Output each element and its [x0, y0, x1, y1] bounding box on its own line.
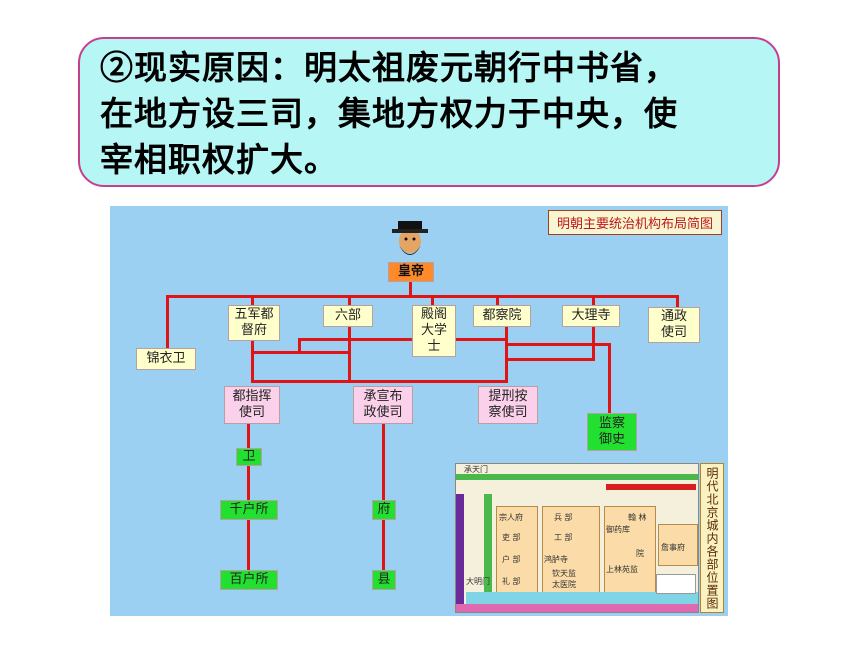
node-qianhu: 千户所 — [220, 500, 278, 520]
callout-line-3: 宰相职权扩大。 — [100, 140, 338, 179]
callout-box: ②现实原因：明太祖废元朝行中书省， 在地方设三司，集地方权力于中央，使 宰相职权… — [78, 37, 780, 187]
node-wujun: 五军都 督府 — [228, 305, 280, 341]
map-label-shanglin: 上林苑监 — [606, 565, 638, 574]
edge-duzhihui-wei — [247, 424, 250, 448]
map-label-honglu: 鸿胪寺 — [544, 555, 568, 564]
edge-emperor-down — [409, 280, 412, 297]
map-label-chengtianmen: 承天门 — [464, 465, 488, 474]
node-liubu: 六部 — [323, 305, 373, 327]
map-river — [466, 592, 698, 604]
edge-fu-xian — [382, 520, 385, 570]
node-dalisi: 大理寺 — [562, 305, 620, 327]
map-label-xiuyao: 御药库 — [606, 525, 630, 534]
edge-to-duchayuan — [496, 295, 499, 305]
node-chengxuan: 承宣布 政使司 — [353, 386, 413, 424]
map-court — [484, 494, 492, 599]
map-label-hubu: 户 部 — [502, 555, 521, 564]
map-block-mid — [542, 506, 600, 593]
map-label-zongren: 宗人府 — [499, 513, 523, 522]
node-tixing: 提刑按 察使司 — [478, 386, 538, 424]
map-wall-bottom — [456, 604, 698, 612]
callout-line-1: ②现实原因：明太祖废元朝行中书省， — [100, 48, 678, 87]
map-label-damingmen: 大明门 — [466, 577, 490, 586]
diagram-title: 明朝主要统治机构布局简图 — [547, 210, 722, 235]
node-duchayuan: 都察院 — [473, 305, 531, 327]
emperor-portrait-icon — [392, 221, 428, 255]
edge-to-tongzheng — [676, 295, 679, 307]
map-label-libu1: 吏 部 — [502, 533, 521, 542]
map-label-taiyi: 太医院 — [552, 580, 576, 589]
edge-liubu-down — [348, 327, 351, 383]
edge-to-dxs — [431, 295, 434, 305]
edge-to-wujun — [251, 295, 254, 305]
node-duzhihui: 都指挥 使司 — [224, 386, 280, 424]
edge-qianhu-baihu — [247, 520, 250, 570]
edge-low-bus — [251, 380, 508, 383]
map-label-yuan: 院 — [636, 549, 644, 558]
node-dxs: 殿阁 大学 士 — [412, 305, 456, 357]
node-wei: 卫 — [236, 448, 262, 466]
map-label-bingbu: 兵 部 — [554, 513, 573, 522]
node-jiancha: 监察 御史 — [587, 413, 637, 451]
node-xian: 县 — [372, 570, 396, 590]
map-red-building — [606, 484, 696, 490]
org-chart-panel: 明朝主要统治机构布局简图 皇帝 五军都 督府 六部 殿阁 大学 士 都察院 大理… — [110, 206, 728, 616]
edge-duchayuan-down — [505, 327, 508, 383]
edge-liubu-line — [298, 338, 505, 341]
map-block-east — [604, 506, 656, 593]
callout-line-2: 在地方设三司，集地方权力于中央，使 — [100, 94, 678, 133]
edge-chengxuan-fu — [382, 424, 385, 500]
edge-to-jinyiwei — [166, 295, 169, 348]
map-wall-left — [456, 494, 464, 604]
edge-to-dalisi — [592, 295, 595, 305]
node-tongzheng: 通政 使司 — [648, 307, 700, 343]
edge-to-jiancha-h — [505, 343, 611, 346]
node-baihu: 百户所 — [220, 570, 278, 590]
map-label-libu2: 礼 部 — [502, 577, 521, 586]
node-fu: 府 — [372, 500, 396, 520]
map-white-rooms — [656, 574, 696, 594]
edge-to-jiancha — [608, 343, 611, 413]
map-block-west — [496, 506, 538, 593]
map-label-hanlin: 翰 林 — [628, 513, 647, 522]
edge-liubu-right — [298, 338, 301, 354]
edge-top-bus — [166, 295, 678, 298]
beijing-map: 承天门 大明门 宗人府 吏 部 户 部 礼 部 兵 部 工 部 鸿胪寺 钦天监 … — [455, 463, 699, 613]
edge-wei-qianhu — [247, 464, 250, 500]
map-label-gongbu: 工 部 — [554, 533, 573, 542]
map-wall-top — [456, 474, 698, 480]
map-label-zhanshi: 詹事府 — [661, 543, 685, 552]
node-jinyiwei: 锦衣卫 — [136, 348, 196, 370]
map-caption: 明代北京城内各部位置图 — [700, 463, 724, 613]
node-emperor: 皇帝 — [388, 262, 434, 282]
map-block-far — [658, 524, 698, 566]
edge-to-liubu — [348, 295, 351, 305]
map-label-qintian: 钦天监 — [552, 569, 576, 578]
edge-dalisi-link — [505, 358, 595, 361]
edge-wujun-down — [251, 339, 254, 383]
